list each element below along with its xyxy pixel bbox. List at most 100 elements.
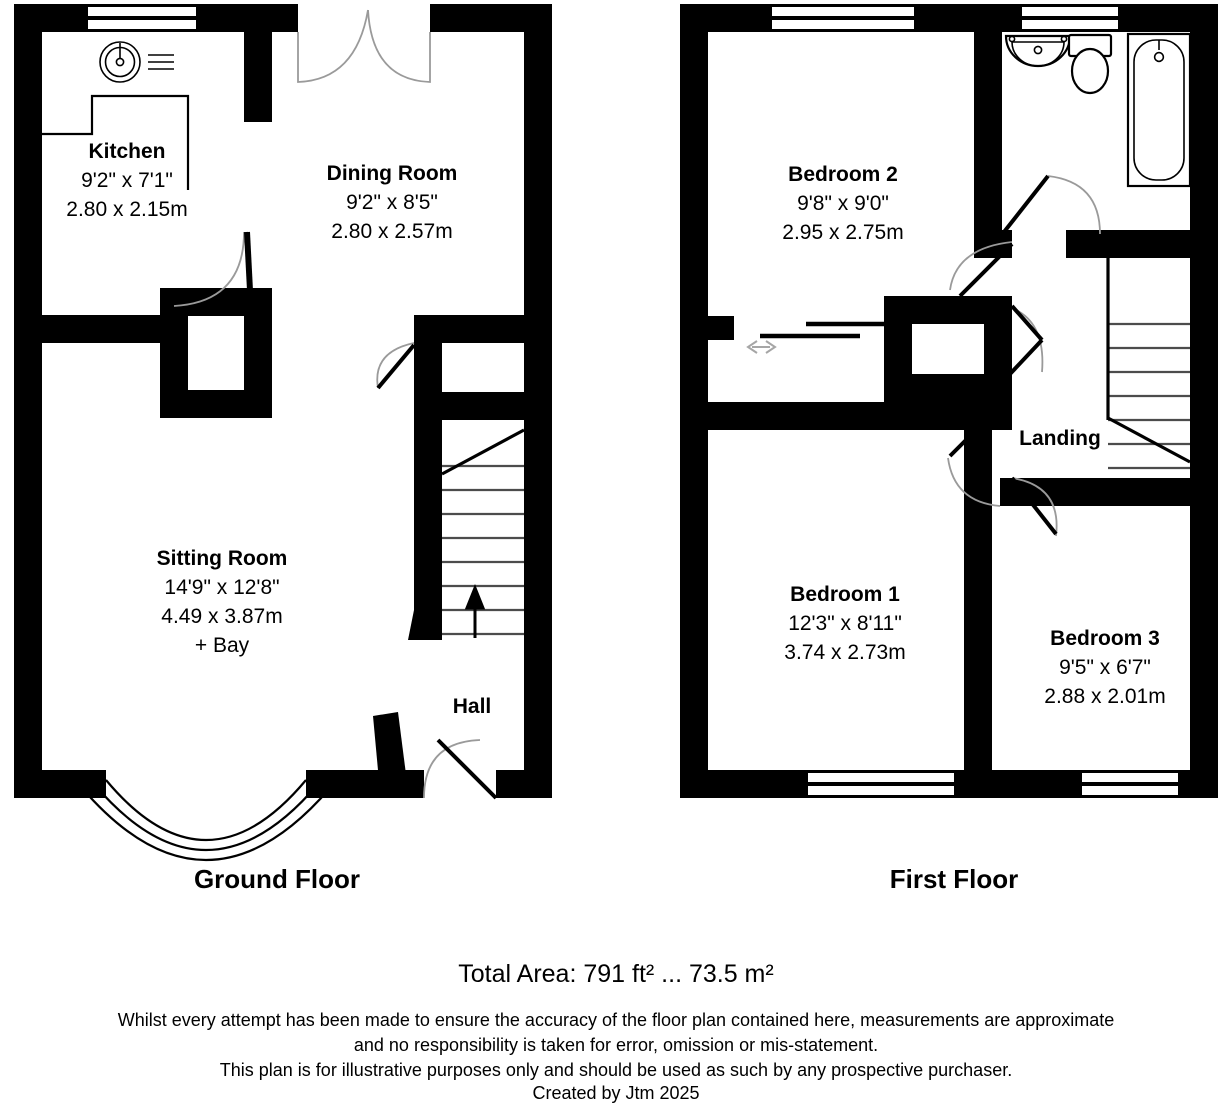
floor-title-ground: Ground Floor xyxy=(194,864,360,894)
wall-bed2-south xyxy=(680,402,1012,430)
bathroom-door-leaf xyxy=(1002,174,1050,234)
ground-floor-doors xyxy=(173,9,498,800)
wall-ff-left-outer xyxy=(680,4,708,798)
wall-kitchen-east-upper xyxy=(244,4,272,122)
wall-lobby-south xyxy=(160,390,272,418)
washbasin-icon xyxy=(1004,34,1072,68)
room-label-bedroom-2: Bedroom 2 xyxy=(788,163,898,186)
kitchen-door-swing xyxy=(173,231,245,307)
bedroom2-door-swing xyxy=(949,241,1013,291)
first-floor-plan: Bedroom 2 9'8" x 9'0" 2.95 x 2.75m Bedro… xyxy=(680,4,1218,894)
washbasin-tap-right-icon xyxy=(1060,35,1068,43)
sink-plug-icon xyxy=(115,57,125,67)
bay-arc-mid xyxy=(93,783,319,852)
bay-window-icon xyxy=(81,779,331,861)
ground-floor-walls xyxy=(14,4,552,798)
window-pane-kitchen-a xyxy=(88,7,196,16)
french-door-right-swing xyxy=(367,9,431,83)
wall-bathroom-south-stub xyxy=(974,230,1012,258)
wall-bottom-right-stub xyxy=(496,770,552,798)
wall-cupboard-south xyxy=(884,374,1012,402)
bay-arc-inner xyxy=(81,787,331,861)
first-floor-doors xyxy=(746,174,1101,537)
cupboard-door-leaf xyxy=(1010,304,1044,342)
disclaimer-line-3: This plan is for illustrative purposes o… xyxy=(220,1060,1012,1080)
bathroom-fixtures xyxy=(1004,32,1192,188)
room-label-landing: Landing xyxy=(1019,427,1101,450)
wall-bathroom-south xyxy=(1066,230,1190,258)
stair-winder-line xyxy=(441,428,525,476)
front-door-swing xyxy=(423,739,481,799)
room-dim-kitchen-imperial: 9'2" x 7'1" xyxy=(81,169,173,192)
front-door-leaf xyxy=(436,738,498,800)
dining-door-leaf xyxy=(376,343,416,390)
window-pane-bed3-a xyxy=(1082,773,1178,782)
bedroom2-door-leaf xyxy=(958,242,1014,298)
disclaimer-line-2: and no responsibility is taken for error… xyxy=(354,1035,878,1055)
room-dim-bedroom1-metric: 3.74 x 2.73m xyxy=(784,641,905,664)
credit-line: Created by Jtm 2025 xyxy=(532,1083,699,1103)
wall-slidedoor-jamb-left xyxy=(708,316,734,340)
bathtub-plug-icon xyxy=(1153,51,1165,63)
sliding-door-icon xyxy=(746,321,906,354)
total-area-label: Total Area: 791 ft² ... 73.5 m² xyxy=(458,960,773,988)
bedroom1-door-swing xyxy=(947,457,1001,507)
window-pane-bath-a xyxy=(1022,7,1118,16)
disclaimer-line-1: Whilst every attempt has been made to en… xyxy=(118,1010,1115,1030)
bathtub-icon xyxy=(1126,32,1192,188)
room-dim-bedroom1-imperial: 12'3" x 8'11" xyxy=(788,612,902,635)
toilet-icon xyxy=(1070,47,1110,95)
ground-floor-labels: Kitchen 9'2" x 7'1" 2.80 x 2.15m Dining … xyxy=(66,140,491,894)
kitchen-fittings xyxy=(42,41,190,190)
room-dim-sitting-imperial: 14'9" x 12'8" xyxy=(164,576,279,599)
washbasin-plug-icon xyxy=(1033,45,1043,55)
ground-staircase xyxy=(441,428,525,638)
window-pane-bed2-a xyxy=(772,7,914,16)
wall-bottom-left-stub xyxy=(14,770,106,798)
wall-front-door-stub xyxy=(373,712,408,792)
wall-bed1-east xyxy=(964,430,992,798)
bedroom1-door-leaf xyxy=(948,404,1002,458)
counter-icon xyxy=(42,94,190,190)
wall-left-outer xyxy=(14,4,42,784)
room-dim-bedroom2-imperial: 9'8" x 9'0" xyxy=(797,192,889,215)
wall-bed2-east-upper xyxy=(974,4,1002,242)
room-dim-sitting-extra: + Bay xyxy=(195,634,250,657)
bedroom3-door-leaf xyxy=(1010,476,1058,536)
room-dim-sitting-metric: 4.49 x 3.87m xyxy=(161,605,282,628)
washbasin-tap-left-icon xyxy=(1008,35,1016,43)
window-pane-bed2-b xyxy=(772,20,914,29)
bathroom-door-swing xyxy=(1047,175,1101,235)
wall-hall-west-lower xyxy=(414,420,442,638)
window-pane-bed3-b xyxy=(1082,786,1178,795)
footer: Total Area: 791 ft² ... 73.5 m² Whilst e… xyxy=(118,960,1115,1103)
wall-ff-right-outer xyxy=(1190,4,1218,798)
room-label-bedroom-1: Bedroom 1 xyxy=(790,583,900,606)
room-label-kitchen: Kitchen xyxy=(88,140,165,163)
dining-door-swing xyxy=(376,342,415,389)
cupboard-door-leaf-2 xyxy=(1008,338,1044,376)
kitchen-door-leaf-edge xyxy=(246,231,254,311)
wall-stair-top xyxy=(414,392,552,420)
room-label-sitting-room: Sitting Room xyxy=(157,547,288,570)
room-dim-dining-metric: 2.80 x 2.57m xyxy=(331,220,452,243)
first-staircase xyxy=(1106,258,1191,470)
window-pane-kitchen-b xyxy=(88,20,196,29)
ground-floor-plan: Kitchen 9'2" x 7'1" 2.80 x 2.15m Dining … xyxy=(14,4,552,894)
room-dim-bedroom3-metric: 2.88 x 2.01m xyxy=(1044,685,1165,708)
room-label-hall: Hall xyxy=(453,695,492,718)
bay-arc-outer xyxy=(105,779,307,841)
room-label-bedroom-3: Bedroom 3 xyxy=(1050,627,1160,650)
bedroom3-door-swing xyxy=(1011,477,1058,537)
first-floor-labels: Bedroom 2 9'8" x 9'0" 2.95 x 2.75m Bedro… xyxy=(782,163,1165,894)
window-pane-bed1-a xyxy=(808,773,954,782)
wall-stair-foot-stub xyxy=(408,610,442,640)
sliding-door-arrow-left xyxy=(746,340,758,354)
stairs-up-arrowhead xyxy=(464,583,486,610)
washbasin-bowl-icon xyxy=(1011,41,1065,67)
room-dim-dining-imperial: 9'2" x 8'5" xyxy=(346,191,438,214)
window-pane-bed1-b xyxy=(808,786,954,795)
room-dim-bedroom3-imperial: 9'5" x 6'7" xyxy=(1059,656,1151,679)
room-dim-kitchen-metric: 2.80 x 2.15m xyxy=(66,198,187,221)
